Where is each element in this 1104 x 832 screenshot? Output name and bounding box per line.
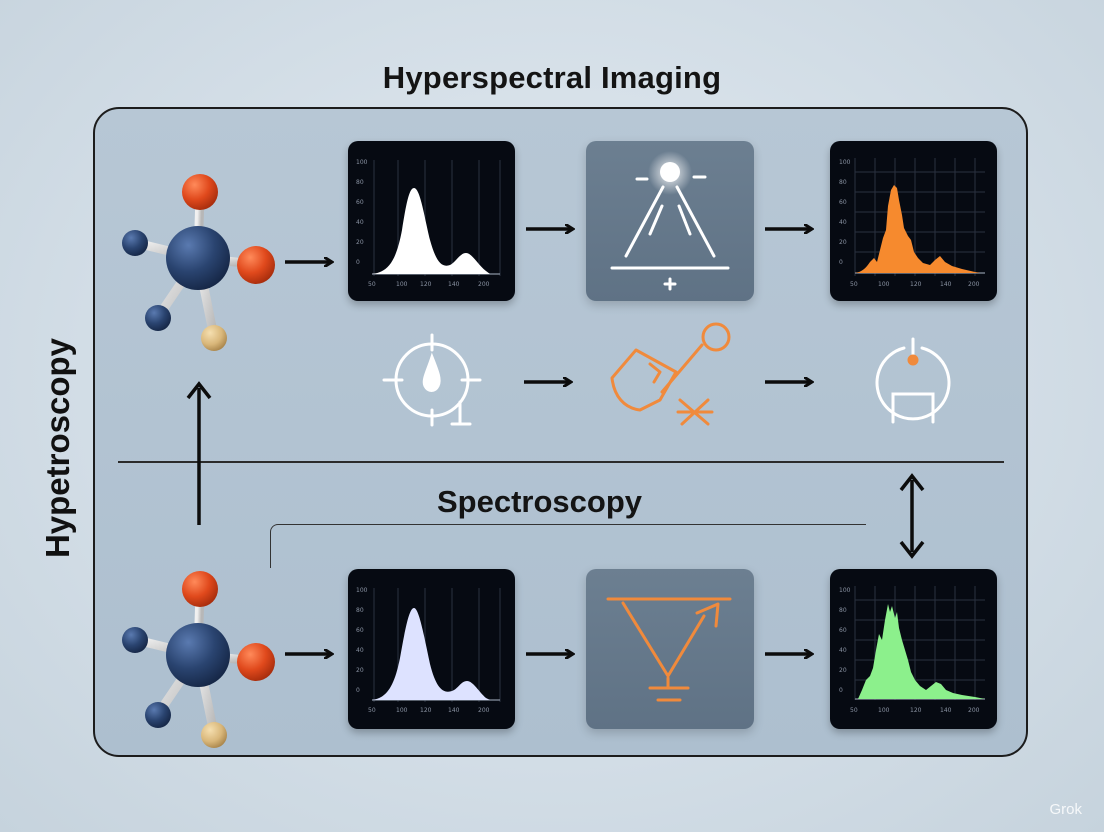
section-label-spectroscopy: Spectroscopy (437, 484, 643, 519)
svg-text:80: 80 (839, 607, 847, 614)
svg-text:140: 140 (448, 707, 460, 714)
svg-text:200: 200 (478, 707, 490, 714)
svg-text:60: 60 (356, 199, 364, 206)
svg-text:40: 40 (356, 647, 364, 654)
svg-text:100: 100 (356, 159, 368, 166)
spectroscopy-bracket (270, 524, 866, 568)
flow-arrow (285, 229, 811, 262)
svg-text:20: 20 (839, 239, 847, 246)
svg-text:80: 80 (356, 607, 364, 614)
svg-text:60: 60 (356, 627, 364, 634)
svg-text:100: 100 (396, 707, 408, 714)
svg-text:140: 140 (940, 281, 952, 288)
svg-text:0: 0 (356, 687, 360, 694)
probe-icon (610, 322, 731, 426)
svg-text:120: 120 (420, 707, 432, 714)
watermark: Grok (1049, 801, 1082, 818)
svg-text:50: 50 (850, 281, 858, 288)
svg-text:20: 20 (839, 667, 847, 674)
spectrum-tile-top-2 (830, 141, 997, 301)
svg-text:100: 100 (839, 587, 851, 594)
svg-text:40: 40 (839, 219, 847, 226)
spectrum-tile-bottom-1 (348, 569, 515, 729)
svg-text:50: 50 (850, 707, 858, 714)
section-divider (118, 461, 1004, 463)
svg-text:200: 200 (478, 281, 490, 288)
svg-text:200: 200 (968, 707, 980, 714)
svg-text:120: 120 (420, 281, 432, 288)
light-cone-icon (610, 151, 730, 291)
molecule-icon (122, 174, 275, 351)
svg-text:100: 100 (878, 281, 890, 288)
svg-text:80: 80 (839, 179, 847, 186)
svg-text:200: 200 (968, 281, 980, 288)
flow-arrow-up (186, 381, 212, 525)
svg-text:60: 60 (839, 199, 847, 206)
svg-text:60: 60 (839, 627, 847, 634)
svg-text:100: 100 (396, 281, 408, 288)
svg-text:0: 0 (356, 259, 360, 266)
svg-text:50: 50 (368, 707, 376, 714)
svg-text:140: 140 (940, 707, 952, 714)
svg-text:0: 0 (839, 687, 843, 694)
svg-text:40: 40 (356, 219, 364, 226)
svg-text:100: 100 (839, 159, 851, 166)
svg-text:100: 100 (356, 587, 368, 594)
svg-text:140: 140 (448, 281, 460, 288)
svg-text:80: 80 (356, 179, 364, 186)
spectrum-tile-bottom-2 (830, 569, 997, 729)
crosshair-drop-icon (382, 333, 482, 427)
svg-text:50: 50 (368, 281, 376, 288)
flow-arrow-double (899, 473, 925, 559)
prism-icon (606, 597, 732, 702)
prism-tile (586, 569, 754, 729)
molecule-icon (122, 571, 275, 748)
svg-text:20: 20 (356, 239, 364, 246)
svg-text:100: 100 (878, 707, 890, 714)
svg-text:0: 0 (839, 259, 843, 266)
svg-text:20: 20 (356, 667, 364, 674)
svg-text:120: 120 (910, 281, 922, 288)
svg-text:120: 120 (910, 707, 922, 714)
detector-icon (875, 337, 951, 424)
diagram-title: Hyperspectral Imaging (382, 60, 722, 95)
svg-text:40: 40 (839, 647, 847, 654)
